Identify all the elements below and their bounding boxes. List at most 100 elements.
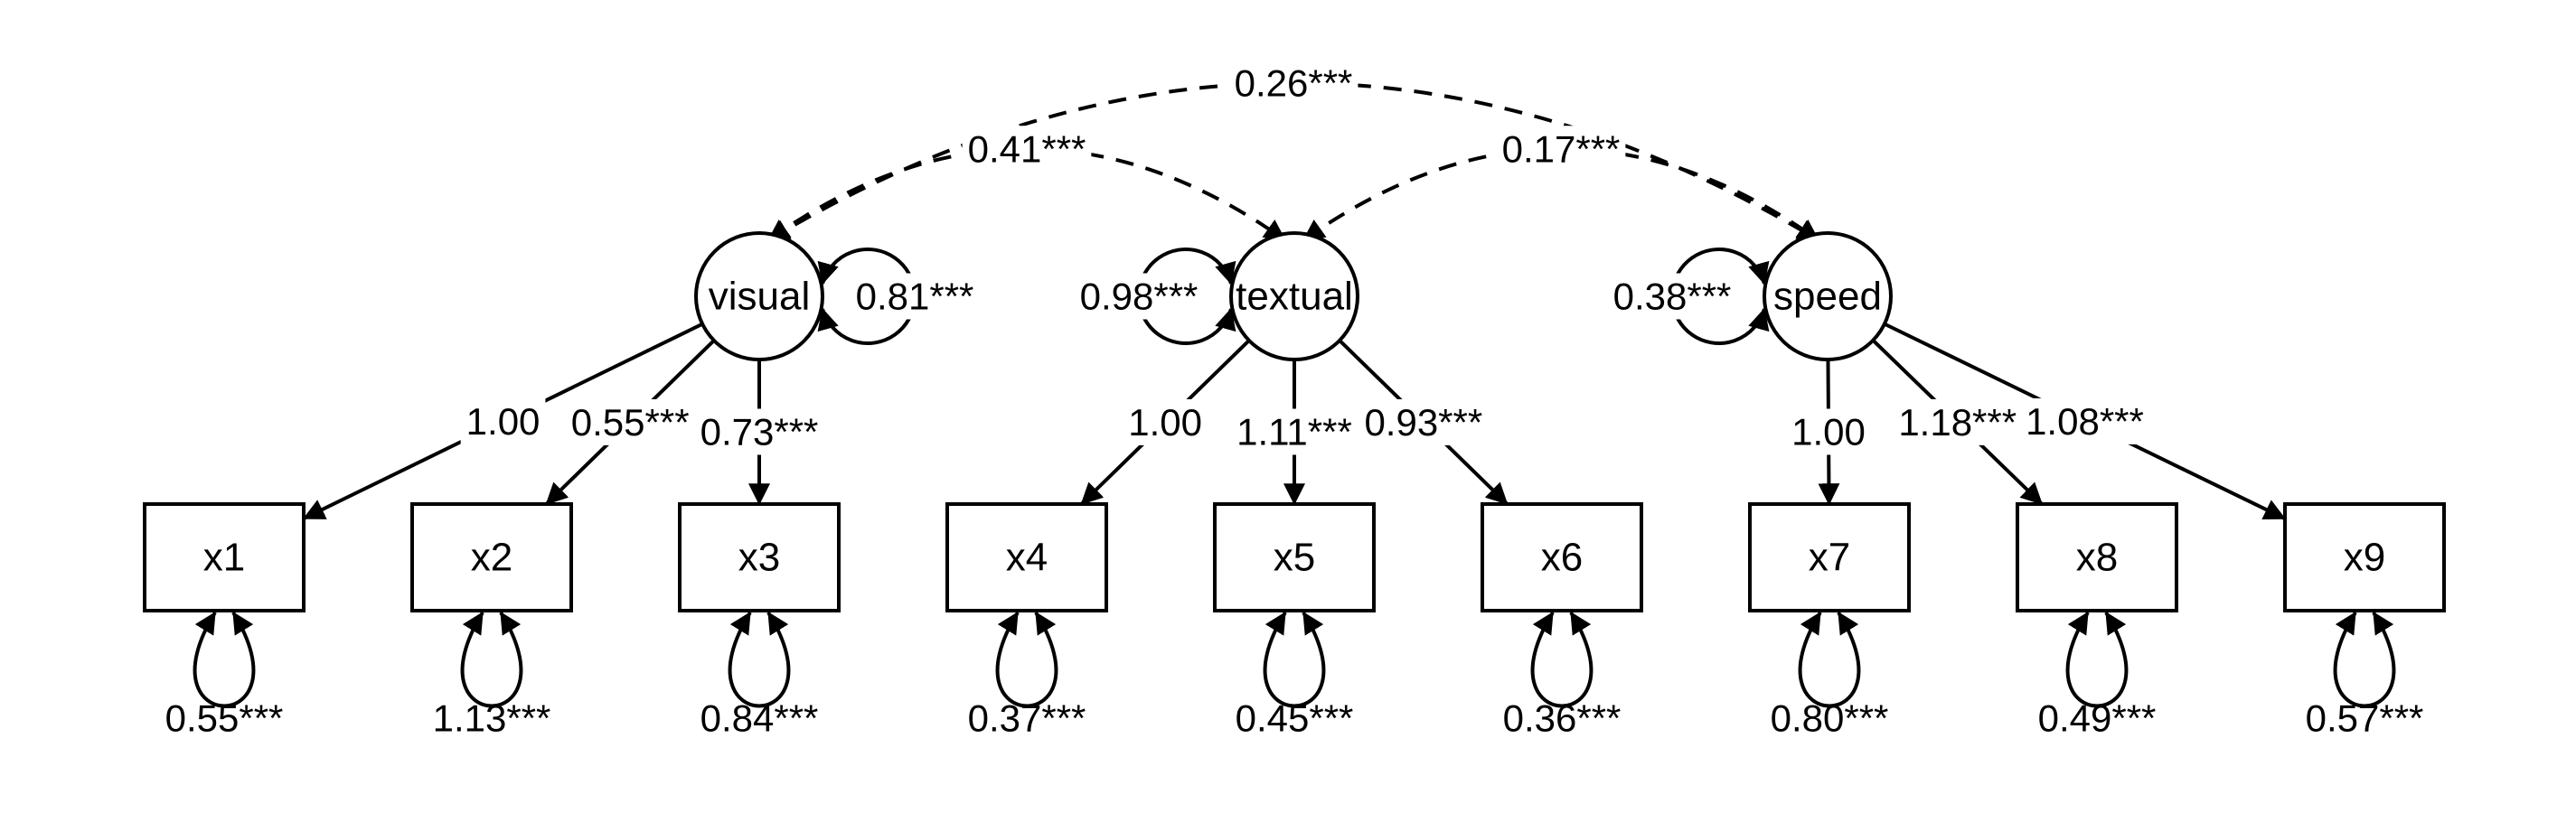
indicator-box-x7 [1748, 502, 1911, 612]
indicator-box-x1 [143, 502, 306, 612]
indicator-box-x2 [410, 502, 573, 612]
loading-label-speed-x7: 1.00 [1791, 410, 1866, 453]
loading-label-speed-x9-background [2020, 397, 2149, 444]
loading-label-visual-x2-group: 0.55*** [565, 398, 695, 445]
indicator-label-x5: x5 [1274, 536, 1315, 580]
indicator-node-x8: x8 [2016, 502, 2178, 612]
indicator-node-x1: x1 [143, 502, 306, 612]
residual-loop-x1 [193, 611, 256, 708]
indicator-label-x2: x2 [471, 536, 512, 580]
variance-label-visual-group: 0.81*** [850, 273, 980, 320]
residual-label-x5-group: 0.45*** [1236, 697, 1354, 740]
residual-label-x1-group: 0.55*** [165, 697, 284, 740]
residual-label-x2-group: 1.13*** [433, 697, 551, 740]
residual-label-x4-group: 0.37*** [968, 697, 1086, 740]
latent-node-visual: visual [694, 231, 824, 361]
residual-loop-x9 [2333, 611, 2396, 708]
residual-loop-x8 [2065, 611, 2129, 708]
residual-label-x9: 0.57*** [2306, 697, 2424, 740]
residual-label-x7-group: 0.80*** [1771, 697, 1889, 740]
covariance-label-textual-speed-group: 0.17*** [1496, 126, 1626, 173]
indicator-label-x4: x4 [1006, 536, 1048, 580]
latent-node-textual: textual [1229, 231, 1359, 361]
residual-label-x2: 1.13*** [433, 697, 551, 740]
latent-label-visual: visual [709, 275, 811, 319]
covariance-label-visual-textual-group: 0.41*** [962, 126, 1092, 173]
loading-label-speed-x9-group: 1.08*** [2020, 397, 2149, 444]
covariance-layer [766, 80, 1820, 242]
loading-label-textual-x6-background [1359, 398, 1489, 445]
loading-label-visual-x3-background [694, 408, 824, 455]
variance-label-textual-group: 0.98*** [1074, 273, 1204, 320]
residual-loop-x7 [1798, 611, 1861, 708]
loading-label-textual-x6: 0.93*** [1364, 401, 1482, 444]
residual-loop-x3 [728, 611, 791, 708]
residual-loop-x5 [1263, 611, 1326, 708]
residual-label-x4: 0.37*** [968, 697, 1086, 740]
residual-label-x5: 0.45*** [1236, 697, 1354, 740]
loading-label-visual-x3: 0.73*** [700, 411, 819, 453]
indicator-box-x5 [1213, 502, 1376, 612]
covariance-label-visual-speed-background [1228, 60, 1359, 107]
indicator-node-x4: x4 [945, 502, 1108, 612]
indicator-label-x1: x1 [203, 536, 245, 580]
residual-label-x7: 0.80*** [1771, 697, 1889, 740]
latent-circle-visual [694, 231, 824, 361]
loading-label-visual-x1-background [460, 397, 546, 444]
residual-label-x3-group: 0.84*** [700, 697, 819, 740]
loading-label-speed-x9: 1.08*** [2026, 400, 2144, 443]
indicator-label-x3: x3 [738, 536, 780, 580]
loading-label-speed-x7-group: 1.00 [1786, 408, 1871, 455]
indicator-box-x8 [2016, 502, 2178, 612]
loading-label-textual-x4-group: 1.00 [1123, 398, 1208, 445]
variance-label-visual-background [850, 273, 980, 320]
covariance-label-visual-textual: 0.41*** [968, 127, 1086, 170]
label-layer: 0.81*** 0.98*** 0.38*** 0.55*** 1.13*** 0.84*… [165, 60, 2424, 740]
indicator-node-x7: x7 [1748, 502, 1911, 612]
loading-label-textual-x5: 1.11*** [1236, 411, 1352, 453]
residual-label-x3: 0.84*** [700, 697, 819, 740]
indicator-node-x9: x9 [2283, 502, 2446, 612]
node-layer: visual textual speed x1 x2 x3 x4 x5 x6 x7 x8 x9 [143, 231, 2446, 612]
latent-circle-textual [1229, 231, 1359, 361]
residual-label-x9-group: 0.57*** [2306, 697, 2424, 740]
loading-label-speed-x7-background [1786, 408, 1871, 455]
indicator-node-x3: x3 [678, 502, 841, 612]
covariance-label-textual-speed-background [1496, 126, 1626, 173]
residual-loop-x4 [995, 611, 1058, 708]
residual-loop-x2 [460, 611, 523, 708]
covariance-label-visual-speed-group: 0.26*** [1228, 60, 1359, 107]
residual-label-x1: 0.55*** [165, 697, 284, 740]
residual-loop-x6 [1530, 611, 1594, 708]
variance-label-speed: 0.38*** [1613, 276, 1732, 318]
loading-label-textual-x4: 1.00 [1128, 401, 1202, 444]
loading-label-visual-x3-group: 0.73*** [694, 408, 824, 455]
indicator-label-x7: x7 [1809, 536, 1850, 580]
indicator-node-x6: x6 [1481, 502, 1643, 612]
indicator-box-x3 [678, 502, 841, 612]
indicator-label-x8: x8 [2076, 536, 2118, 580]
loading-label-visual-x2-background [565, 398, 695, 445]
indicator-label-x9: x9 [2344, 536, 2385, 580]
variance-label-visual: 0.81*** [856, 276, 974, 318]
variance-label-speed-background [1607, 273, 1737, 320]
indicator-node-x5: x5 [1213, 502, 1376, 612]
loading-label-speed-x8-background [1893, 398, 2023, 445]
loading-label-textual-x6-group: 0.93*** [1359, 398, 1489, 445]
loading-label-visual-x1: 1.00 [466, 400, 541, 443]
variance-label-textual-background [1074, 273, 1204, 320]
indicator-box-x9 [2283, 502, 2446, 612]
latent-label-speed: speed [1773, 275, 1882, 319]
variance-label-textual: 0.98*** [1080, 276, 1199, 318]
loading-label-textual-x5-background [1231, 408, 1358, 455]
covariance-label-visual-speed: 0.26*** [1235, 61, 1353, 104]
indicator-box-x6 [1481, 502, 1643, 612]
residual-label-x6: 0.36*** [1503, 697, 1622, 740]
latent-label-textual: textual [1236, 275, 1353, 319]
loading-label-speed-x8-group: 1.18*** [1893, 398, 2023, 445]
variance-label-speed-group: 0.38*** [1607, 273, 1737, 320]
latent-circle-speed [1763, 231, 1893, 361]
residual-label-x8: 0.49*** [2038, 697, 2157, 740]
loading-label-textual-x5-group: 1.11*** [1231, 408, 1358, 455]
